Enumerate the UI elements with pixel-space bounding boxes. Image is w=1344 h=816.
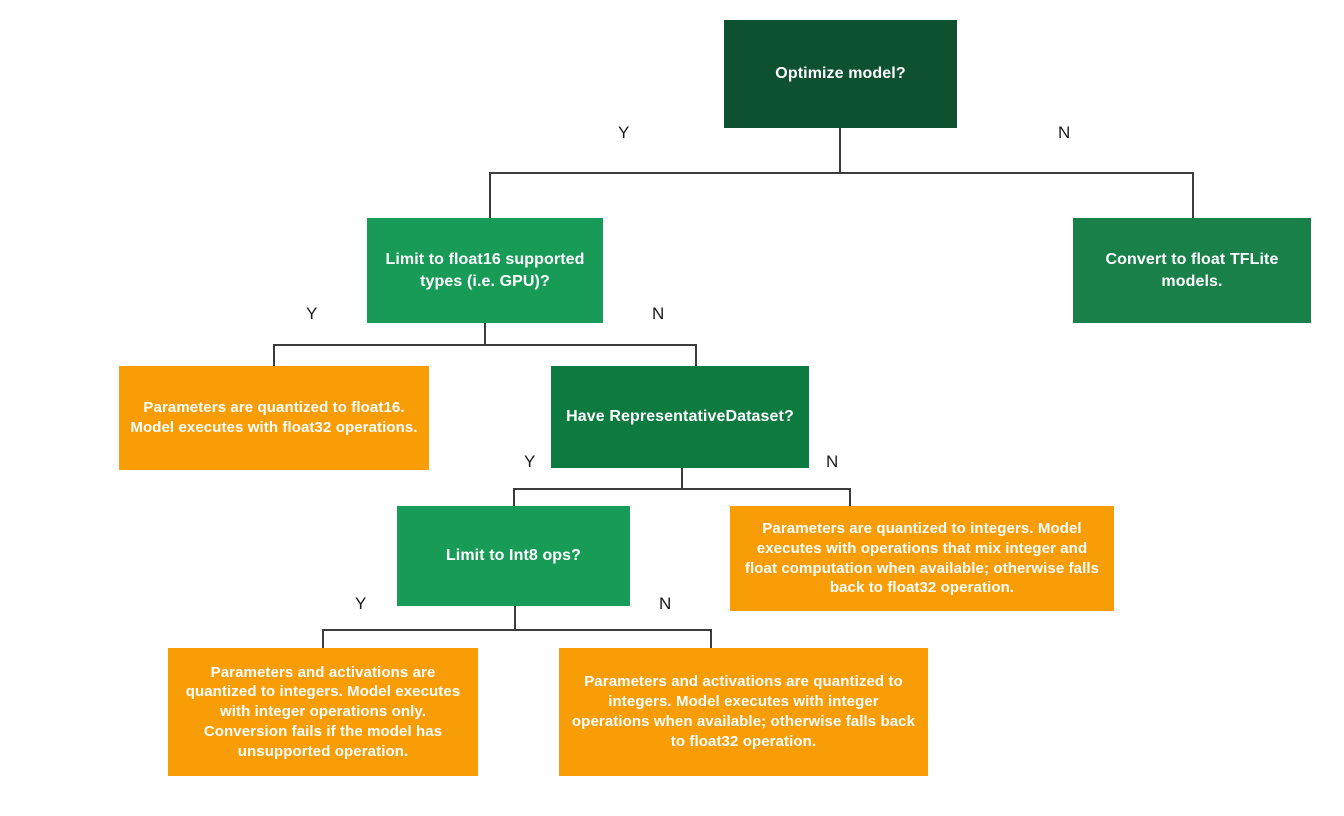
connector-level1-left-drop bbox=[489, 172, 491, 218]
connector-int8-stem bbox=[514, 606, 516, 630]
connector-level4-bus bbox=[322, 629, 712, 631]
connector-root-stem bbox=[839, 128, 841, 173]
edge-label-optimize-yes: Y bbox=[618, 123, 630, 142]
connector-level2-bus bbox=[273, 344, 697, 346]
edge-label-int8-no: N bbox=[659, 594, 672, 613]
edge-label-dataset-no: N bbox=[826, 452, 839, 471]
node-float16-result[interactable]: Parameters are quantized to float16. Mod… bbox=[119, 366, 429, 470]
connector-level3-right-drop bbox=[849, 488, 851, 507]
connector-level2-left-drop bbox=[273, 344, 275, 367]
connector-level1-right-drop bbox=[1192, 172, 1194, 218]
connector-level4-right-drop bbox=[710, 629, 712, 649]
connector-level2-right-drop bbox=[695, 344, 697, 367]
edge-label-float16-yes: Y bbox=[306, 304, 318, 323]
node-limit-int8-ops[interactable]: Limit to Int8 ops? bbox=[397, 506, 630, 606]
node-int8-fallback-result[interactable]: Parameters and activations are quantized… bbox=[559, 648, 928, 776]
edge-label-optimize-no: N bbox=[1058, 123, 1071, 142]
connector-level4-left-drop bbox=[322, 629, 324, 649]
connector-dataset-stem bbox=[681, 468, 683, 489]
node-int8-only-result[interactable]: Parameters and activations are quantized… bbox=[168, 648, 478, 776]
connector-level1-bus bbox=[489, 172, 1194, 174]
node-optimize-model[interactable]: Optimize model? bbox=[724, 20, 957, 128]
connector-level3-left-drop bbox=[513, 488, 515, 507]
edge-label-float16-no: N bbox=[652, 304, 665, 323]
edge-label-int8-yes: Y bbox=[355, 594, 367, 613]
node-convert-float-tflite[interactable]: Convert to float TFLite models. bbox=[1073, 218, 1311, 323]
node-limit-float16[interactable]: Limit to float16 supported types (i.e. G… bbox=[367, 218, 603, 323]
node-have-representative-dataset[interactable]: Have RepresentativeDataset? bbox=[551, 366, 809, 468]
connector-float16-stem bbox=[484, 323, 486, 345]
edge-label-dataset-yes: Y bbox=[524, 452, 536, 471]
node-no-dataset-result[interactable]: Parameters are quantized to integers. Mo… bbox=[730, 506, 1114, 611]
connector-level3-bus bbox=[513, 488, 851, 490]
